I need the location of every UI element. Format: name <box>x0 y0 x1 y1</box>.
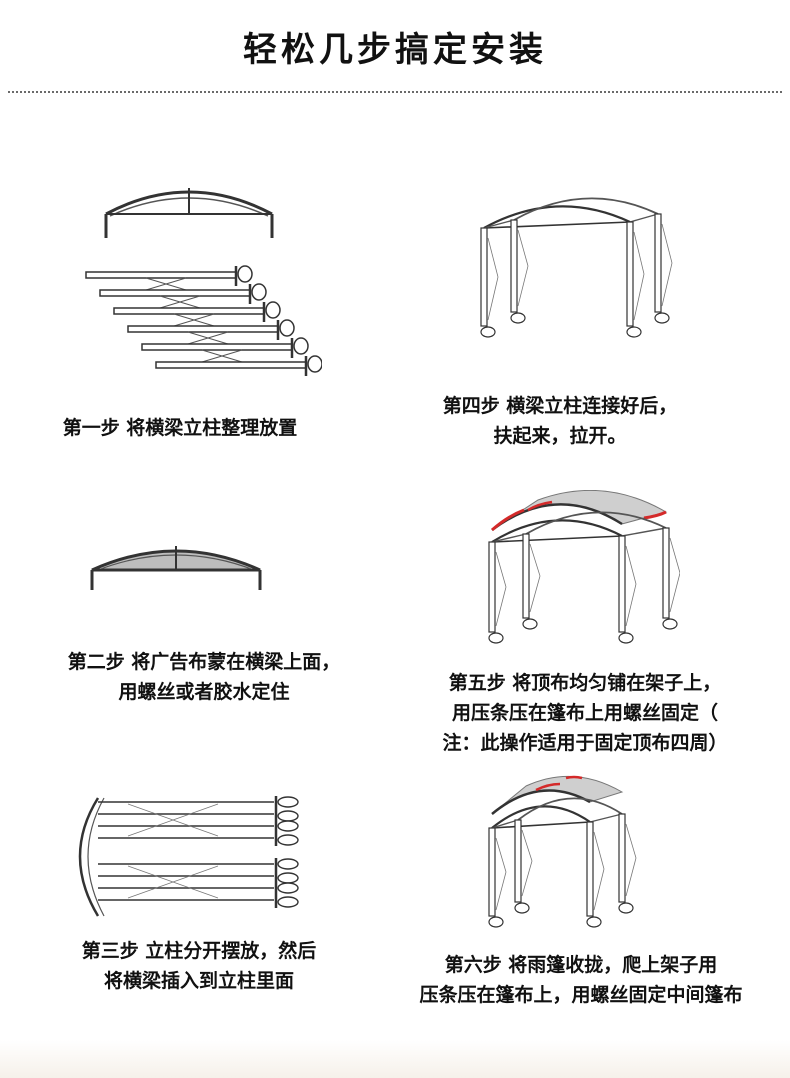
step-3-caption: 第三步 立柱分开摆放，然后 将横梁插入到立柱里面 <box>44 936 354 996</box>
caption-line: 第二步 将广告布蒙在横梁上面， <box>67 651 341 673</box>
caption-line: 第一步 将横梁立柱整理放置 <box>62 417 298 439</box>
page-title: 轻松几步搞定安装 <box>243 30 547 70</box>
bottom-band <box>0 1040 790 1078</box>
step-2-caption: 第二步 将广告布蒙在横梁上面， 用螺丝或者胶水定住 <box>34 647 374 707</box>
tent-frame-icon <box>480 197 673 338</box>
caption-line: 用压条压在篷布上用螺丝固定（ <box>451 702 718 724</box>
caption-line: 第六步 将雨篷收拢，爬上架子用 <box>444 954 718 976</box>
caption-line: 压条压在篷布上，用螺丝固定中间篷布 <box>419 984 743 1006</box>
caption-line: 用螺丝或者胶水定住 <box>118 681 290 703</box>
caption-line: 将横梁插入到立柱里面 <box>103 970 294 992</box>
caption-line: 第三步 立柱分开摆放，然后 <box>81 940 317 962</box>
step-1-caption: 第一步 将横梁立柱整理放置 <box>30 413 330 443</box>
step-6-caption: 第六步 将雨篷收拢，爬上架子用 压条压在篷布上，用螺丝固定中间篷布 <box>376 950 786 1010</box>
tent-folded-icon <box>488 775 637 928</box>
caption-line: 第四步 横梁立柱连接好后， <box>442 395 678 417</box>
tent-cover-icon <box>488 490 680 644</box>
arch-beam-icon <box>104 188 274 238</box>
poles-pile-icon <box>85 265 322 376</box>
covered-arch-icon <box>90 546 262 590</box>
caption-line: 扶起来，拉开。 <box>493 425 627 447</box>
poles-layout-icon <box>78 796 299 917</box>
caption-line: 第五步 将顶布均匀铺在架子上， <box>448 672 722 694</box>
step-4-caption: 第四步 横梁立柱连接好后， 扶起来，拉开。 <box>410 391 710 451</box>
step-5-caption: 第五步 将顶布均匀铺在架子上， 用压条压在篷布上用螺丝固定（ 注：此操作适用于固… <box>402 668 768 758</box>
title-divider <box>8 91 782 93</box>
caption-line: 注：此操作适用于固定顶布四周） <box>442 732 728 754</box>
